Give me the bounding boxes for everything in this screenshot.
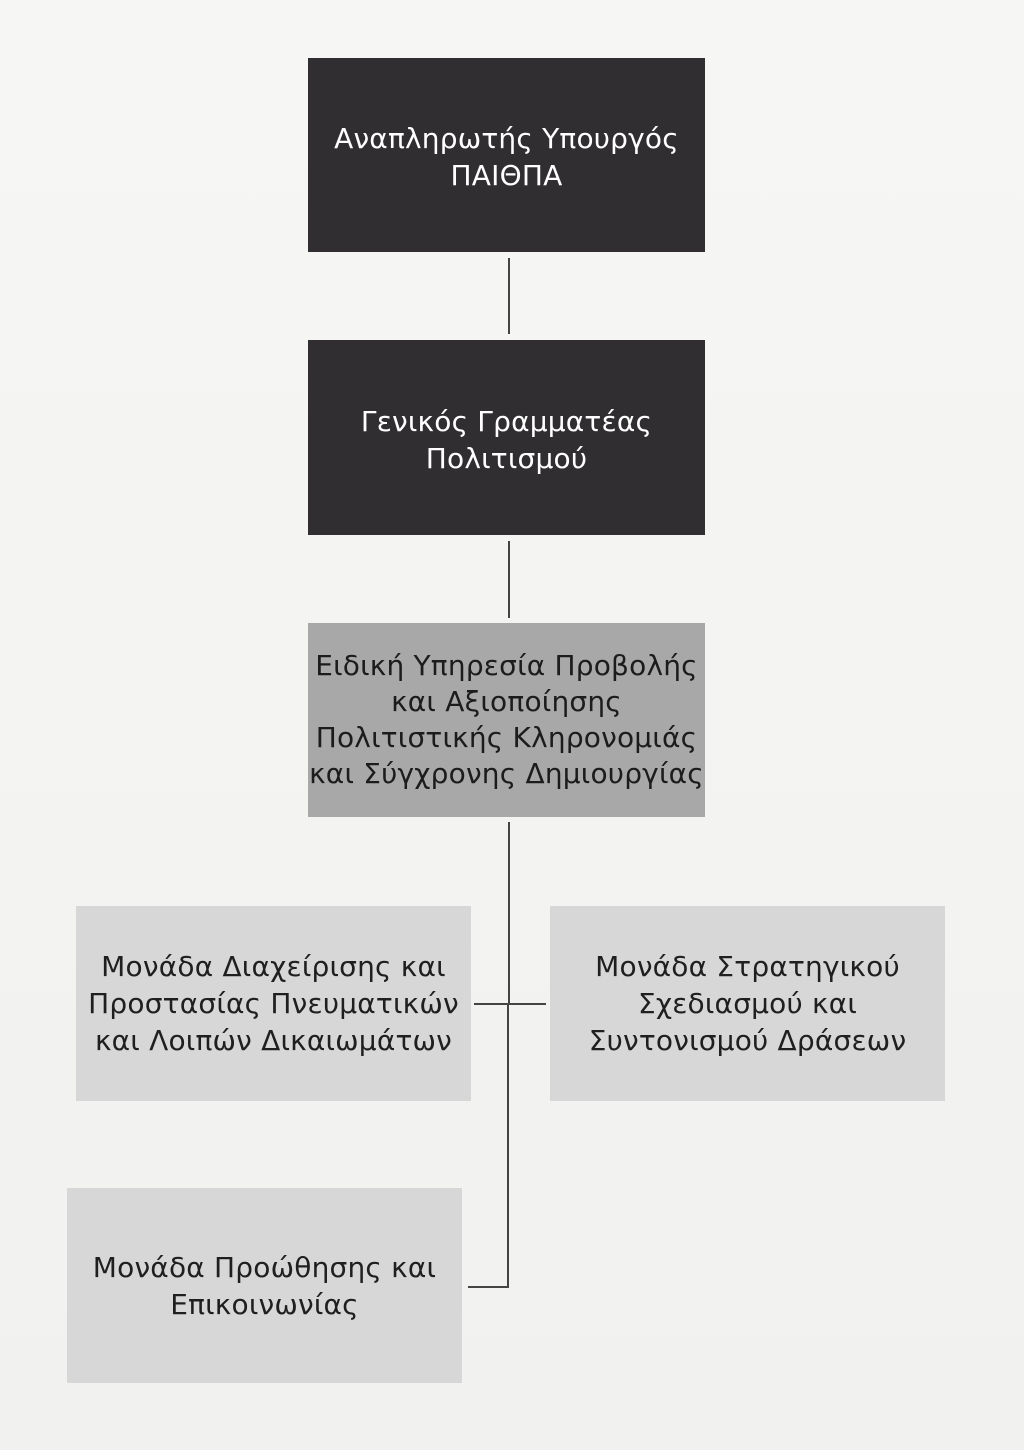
- node-secretary-general: Γενικός Γραμματέας Πολιτισμού: [308, 340, 705, 535]
- node-deputy-minister-line-2: ΠΑΙΘΠΑ: [450, 159, 563, 192]
- node-deputy-minister: Αναπληρωτής Υπουργός ΠΑΙΘΠΑ: [308, 58, 705, 252]
- node-special-service-line-2: και Αξιοποίησης: [391, 685, 622, 718]
- node-promotion-unit-line-2: Επικοινωνίας: [170, 1287, 359, 1321]
- node-rights-unit-line-3: και Λοιπών Δικαιωμάτων: [94, 1024, 453, 1057]
- node-secretary-general-line-1: Γενικός Γραμματέας: [360, 404, 653, 438]
- node-strategy-unit-line-3: Συντονισμού Δράσεων: [588, 1024, 907, 1057]
- node-rights-unit-line-2: Προστασίας Πνευματικών: [88, 987, 459, 1020]
- connector-service-spine: [508, 822, 510, 1004]
- node-special-service-line-3: Πολιτιστικής Κληρονομιάς: [315, 721, 698, 754]
- node-special-service-line-4: και Σύγχρονης Δημιουργίας: [309, 757, 704, 790]
- connector-secretary-to-service: [508, 541, 510, 618]
- node-secretary-general-line-2: Πολιτισμού: [425, 441, 588, 475]
- node-special-service-line-1: Ειδική Υπηρεσία Προβολής: [315, 649, 698, 682]
- node-special-service: Ειδική Υπηρεσία Προβολής και Αξιοποίησης…: [308, 623, 705, 817]
- node-strategy-unit-line-1: Μονάδα Στρατηγικού: [595, 950, 900, 983]
- connector-minister-to-secretary: [508, 258, 510, 334]
- node-rights-unit: Μονάδα Διαχείρισης και Προστασίας Πνευμα…: [76, 906, 471, 1101]
- connector-branch-promotion: [468, 1286, 509, 1288]
- node-promotion-unit: Μονάδα Προώθησης και Επικοινωνίας: [67, 1188, 462, 1383]
- node-deputy-minister-line-1: Αναπληρωτής Υπουργός: [334, 122, 679, 155]
- node-rights-unit-line-1: Μονάδα Διαχείρισης και: [101, 950, 446, 983]
- node-strategy-unit-line-2: Σχεδιασμού και: [637, 987, 858, 1020]
- node-promotion-unit-line-1: Μονάδα Προώθησης και: [92, 1250, 437, 1284]
- connector-lower-spine: [507, 1004, 509, 1288]
- connector-branch-horizontal: [474, 1003, 546, 1005]
- node-strategy-unit: Μονάδα Στρατηγικού Σχεδιασμού και Συντον…: [550, 906, 945, 1101]
